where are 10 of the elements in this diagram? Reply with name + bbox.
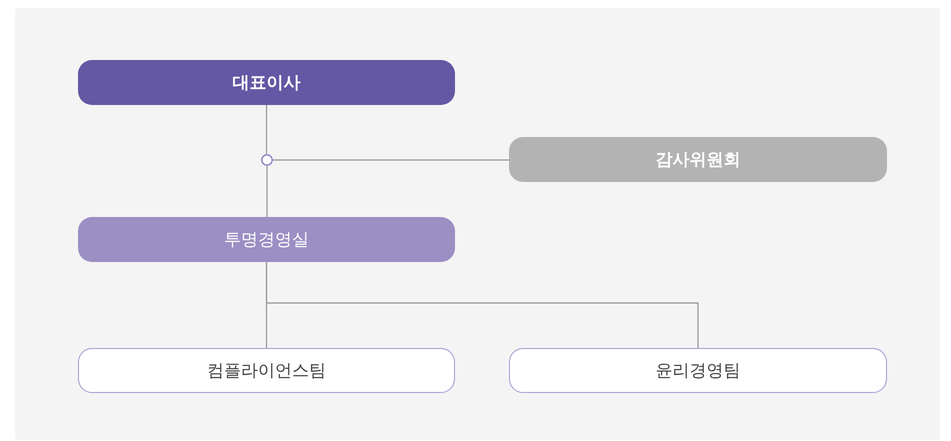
position-box: 감사위원회 xyxy=(509,137,887,182)
connector-line xyxy=(266,262,699,348)
connector-line xyxy=(273,159,509,161)
position-box: 대표이사 xyxy=(78,60,455,105)
team-box: 윤리경영팀 xyxy=(509,348,887,393)
team-box: 컴플라이언스팀 xyxy=(78,348,455,393)
connector-line xyxy=(266,166,268,217)
connector-line xyxy=(266,105,268,154)
junction-circle xyxy=(261,154,273,166)
position-box: 투명경영실 xyxy=(78,217,455,262)
